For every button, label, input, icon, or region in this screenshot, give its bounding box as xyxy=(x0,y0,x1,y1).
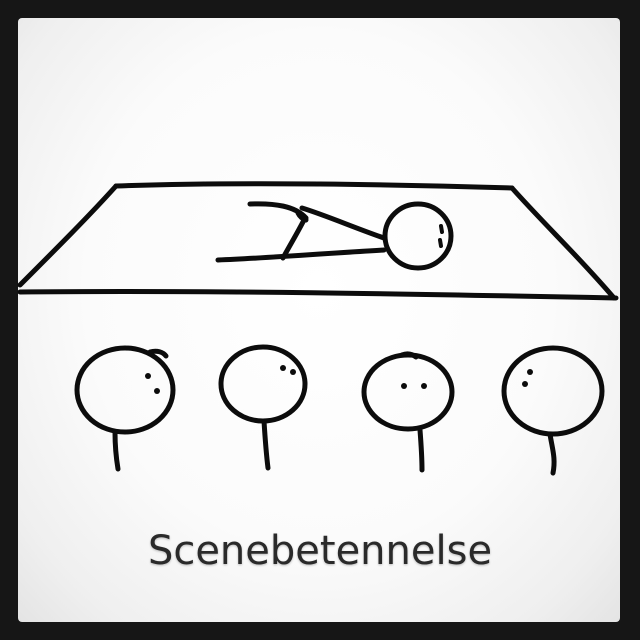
audience-neck-2 xyxy=(261,418,271,471)
stage-left-edge xyxy=(17,183,119,288)
lying-figure-body xyxy=(215,247,387,263)
audience-head-1 xyxy=(74,345,176,435)
audience-head-2 xyxy=(218,344,308,424)
audience-head-3-tuft xyxy=(399,351,419,360)
audience-neck-4 xyxy=(547,431,557,476)
audience-eye-4b xyxy=(522,381,528,387)
lying-figure-leg-upper xyxy=(247,201,309,221)
audience-eye-3a xyxy=(401,383,407,389)
audience-head-3 xyxy=(361,352,455,432)
caption-text: Scenebetennelse xyxy=(147,528,493,574)
audience-neck-1 xyxy=(112,429,121,472)
audience-eye-3b xyxy=(421,383,427,389)
audience-eye-4a xyxy=(527,369,533,375)
lying-figure-leg-lower xyxy=(280,215,308,261)
lying-figure-leg-bend xyxy=(299,205,387,241)
paper-background xyxy=(18,18,620,622)
stage-right-edge xyxy=(509,185,617,301)
audience-eye-1a xyxy=(145,373,151,379)
audience-eye-2a xyxy=(280,365,286,371)
audience-head-4 xyxy=(501,345,605,437)
lying-figure-head xyxy=(382,201,454,271)
audience-neck-3 xyxy=(417,427,425,473)
audience-eye-2b xyxy=(290,369,296,375)
lying-figure-eyes xyxy=(438,224,444,248)
audience-eye-1b xyxy=(154,388,160,394)
stage-top-edge xyxy=(113,181,515,191)
lying-figure-arm xyxy=(295,210,309,223)
stage-front-edge xyxy=(17,288,619,301)
audience-head-1-tuft xyxy=(147,348,169,359)
